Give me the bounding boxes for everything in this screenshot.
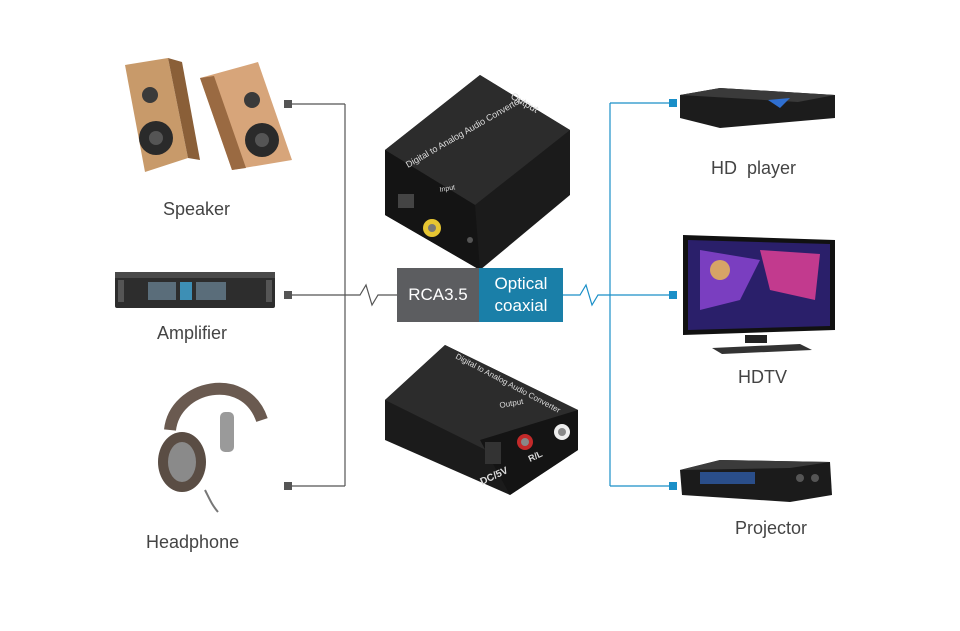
optical-badge-line1: Optical [494, 274, 548, 293]
rca-badge-label: RCA3.5 [408, 285, 468, 304]
bottom-converter-output-label: Output [499, 397, 525, 410]
optical-coaxial-badge: Optical coaxial [479, 268, 563, 322]
output-label-hdtv: HDTV [738, 367, 787, 387]
right-connector-dots [669, 99, 677, 490]
input-label-speaker: Speaker [163, 199, 231, 219]
bottom-converter-image [385, 345, 578, 495]
rca-badge: RCA3.5 [397, 268, 479, 322]
top-converter-input-label: Input [439, 184, 456, 194]
output-label-hd-player: HD player [711, 158, 797, 178]
left-connector-dots [284, 100, 292, 490]
amplifier-image [115, 272, 275, 308]
hd-player-image [680, 88, 835, 128]
top-converter-image [385, 75, 570, 270]
output-label-projector: Projector [735, 518, 808, 538]
hdtv-image [683, 235, 835, 354]
right-connector-lines [563, 102, 673, 487]
optical-badge-line2: coaxial [494, 296, 548, 315]
headphone-image [158, 382, 268, 513]
input-label-headphone: Headphone [146, 532, 240, 552]
left-connector-lines [288, 103, 397, 487]
input-label-amplifier: Amplifier [157, 323, 228, 343]
projector-image [680, 460, 832, 502]
speaker-image [125, 58, 292, 172]
